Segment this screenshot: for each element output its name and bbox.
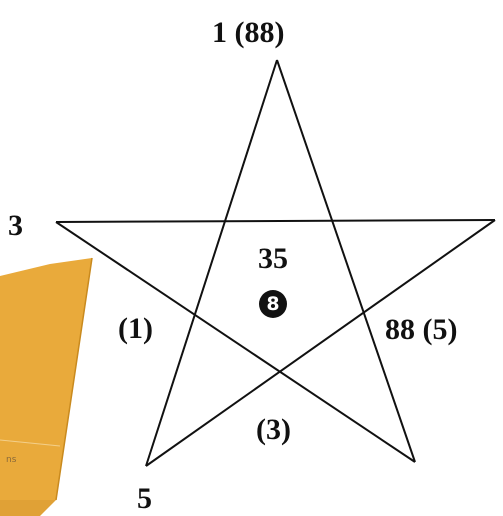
right-inner-label: 88 (5) <box>385 313 458 346</box>
bottom-inner-label: (3) <box>256 413 291 446</box>
left-inner-label: (1) <box>118 312 153 345</box>
star-edge-right-to-left <box>55 219 496 223</box>
center-value-label: 35 <box>258 242 288 275</box>
star-edge-bottom-right-to-top <box>276 59 416 463</box>
star-edge-left-to-bottom-right <box>55 221 416 463</box>
top-vertex-label: 1 (88) <box>212 16 285 49</box>
pentagram <box>55 59 496 467</box>
background-paper: ns <box>0 257 93 516</box>
center-number-badge: 8 <box>259 290 287 318</box>
left-vertex-label: 3 <box>8 209 23 242</box>
star-edge-top-to-bottom-left <box>145 59 278 467</box>
star-edge-bottom-left-to-right <box>145 219 496 467</box>
bottom-vertex-label: 5 <box>137 482 152 515</box>
paper-text: ns <box>6 455 17 465</box>
